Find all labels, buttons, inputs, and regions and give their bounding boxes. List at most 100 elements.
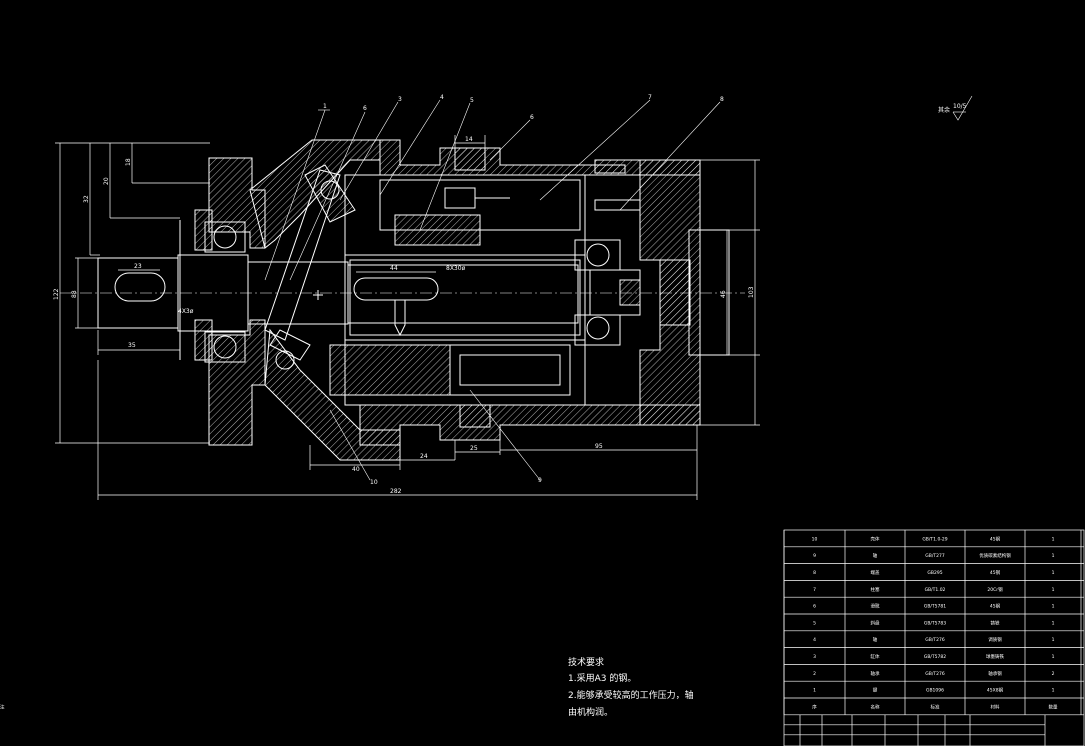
part-label-6: 6 [530,114,534,121]
dim-20: 20 [103,177,110,185]
dim-24: 24 [420,453,428,460]
table-cell: GB/T276 [925,671,945,677]
table-cell: GB295 [927,570,942,576]
table-cell: GB/T1.02 [925,587,946,593]
roughness-prefix: 其余 [938,106,950,114]
dim-18: 18 [125,158,132,166]
part-label-7: 7 [648,94,652,101]
table-cell: 45钢 [990,535,1001,542]
table-cell: 45X8钢 [987,687,1004,694]
dim-14: 14 [465,136,473,143]
casing [359,139,730,446]
dim-23: 23 [134,263,142,270]
table-cell: 滑靴 [871,603,880,610]
part-label-2: 6 [363,105,367,112]
technical-requirements: 技术要求 1.采用A3 的钢。 2.能够承受较高的工作压力，轴 由机构润。 [568,656,694,718]
table-cell: 5 [813,620,816,626]
table-cell: 端盖 [871,569,880,576]
right-bearings [574,239,641,346]
table-header-cell: 备注 [0,703,5,710]
table-header-cell: 数量 [1049,703,1058,710]
table-cell: 轴 [873,552,878,559]
table-cell: GB1096 [926,688,944,694]
roughness-value: 10/5 [953,103,967,110]
dim-35: 35 [128,342,136,349]
table-cell: 3 [813,654,816,660]
table-cell: 键 [873,687,878,694]
table-cell: 10 [812,536,818,542]
table-cell: 铸铁 [991,619,1000,626]
tech-req-item-3: 由机构润。 [568,706,613,718]
table-cell: 1 [1052,637,1055,643]
table-cell: 壳体 [871,535,880,542]
dim-44: 44 [390,265,398,272]
tech-req-title: 技术要求 [568,656,604,668]
table-cell: 45钢 [990,603,1001,610]
table-cell: GB/T276 [925,637,945,643]
table-cell: 柱塞 [871,586,880,593]
table-cell: 1 [1052,688,1055,694]
table-cell: 20Cr钢 [987,586,1003,593]
table-cell: GB/T5783 [924,620,946,626]
table-header-cell: 材料 [991,703,1000,710]
table-cell: 4 [813,637,816,643]
table-cell: 1 [1052,654,1055,660]
table-cell: 1 [1052,553,1055,559]
main-shaft [97,254,579,337]
dim-32: 32 [83,195,90,203]
dim-282: 282 [390,488,402,495]
table-cell: GB/T5781 [924,604,946,610]
left-flange [179,157,266,446]
table-cell: 2 [1052,671,1055,677]
table-cell: 轴 [873,636,878,643]
right-pin [594,164,641,211]
table-cell: 8 [813,570,816,576]
table-cell: 轴承 [871,670,880,677]
part-label-10: 10 [370,479,378,486]
dim-40: 40 [352,466,360,473]
table-cell: 1 [1052,536,1055,542]
dimension-lines [55,135,760,500]
part-label-9: 9 [538,477,542,484]
part-label-5: 5 [470,97,474,104]
table-cell: 7 [813,587,816,593]
table-cell: 1 [1052,587,1055,593]
swash-plate [264,164,356,370]
part-label-1: 1 [323,103,327,110]
part-label-3: 3 [398,96,402,103]
table-cell: 球墨铸铁 [986,653,1004,660]
table-cell: 9 [813,553,816,559]
table-cell: 缸体 [871,653,880,660]
table-header-cell: 标准 [931,703,940,710]
roughness-symbol: 其余 10/5 [938,95,973,121]
table-cell: GB/T277 [925,553,945,559]
leader-lines [264,99,721,481]
table-cell: 斜盘 [871,619,880,626]
tech-req-item-2: 2.能够承受较高的工作压力，轴 [568,689,694,701]
table-cell: 2 [813,671,816,677]
table-cell: 1 [1052,570,1055,576]
table-cell: 1 [1052,620,1055,626]
dim-bearing-label: 4X3ø [178,308,194,315]
dim-103: 103 [748,286,755,298]
table-cell: 1 [1052,604,1055,610]
cylinder-block [329,174,586,406]
table-header-cell: 名称 [871,703,880,710]
part-labels: 1 6 3 4 5 6 7 8 9 10 [323,94,724,486]
table-cell: 调质钢 [988,636,1002,643]
dim-95: 95 [595,443,603,450]
left-bearings [204,221,246,363]
dim-46: 46 [720,290,727,298]
dim-keyway-label: 8X30ø [446,265,466,272]
part-label-4: 4 [440,94,444,101]
table-cell: 45钢 [990,569,1001,576]
table-cell: GB/T5782 [924,654,946,660]
table-cell: 6 [813,604,816,610]
table-cell: 优质碳素结构钢 [979,552,1011,559]
dimension-texts: 14 44 8X30ø 23 35 4X3ø 18 20 32 122 88 4… [53,136,755,495]
table-cell: 1 [813,688,816,694]
tech-req-item-1: 1.采用A3 的钢。 [568,672,636,684]
part-label-8: 8 [720,96,724,103]
